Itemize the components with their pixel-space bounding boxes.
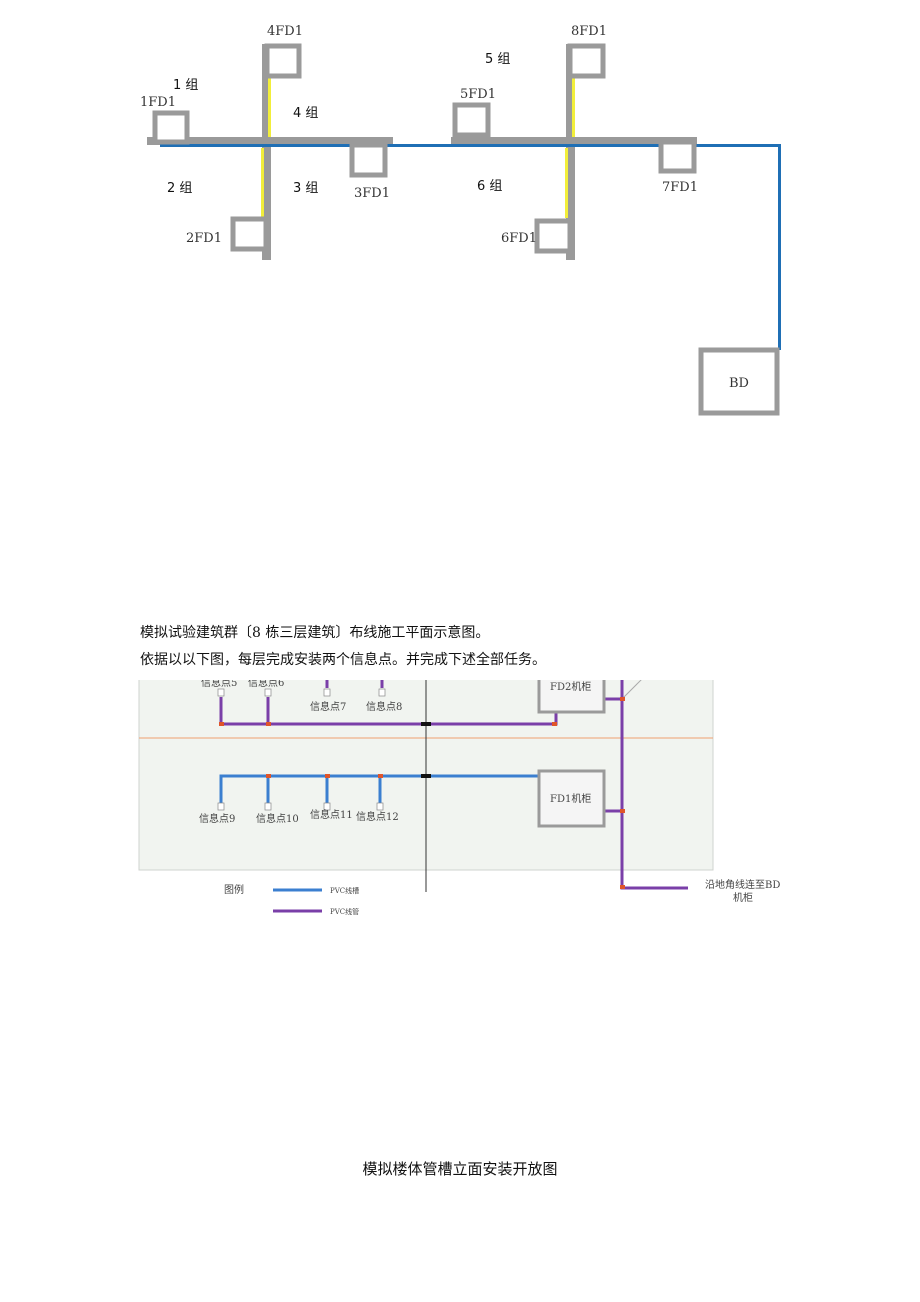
riser-yellow bbox=[572, 78, 575, 137]
info-point-label: 信息点11 bbox=[310, 808, 353, 821]
bd-box bbox=[698, 347, 780, 416]
fd-box-6 bbox=[534, 218, 573, 254]
pvc-pipe bbox=[221, 697, 556, 724]
legend-tray-label: PVC线槽 bbox=[330, 886, 359, 895]
riser-yellow bbox=[268, 78, 271, 137]
fd-label: 5FD1 bbox=[460, 87, 496, 102]
info-point-label: 信息点7 bbox=[310, 700, 346, 713]
joint bbox=[421, 722, 431, 726]
legend-pipe-label: PVC线管 bbox=[330, 907, 359, 916]
group-label: 6 组 bbox=[477, 179, 502, 194]
joints bbox=[219, 697, 625, 889]
bd-note: 机柜 bbox=[733, 891, 753, 904]
fd-box-1 bbox=[152, 110, 190, 145]
fd-box-8 bbox=[567, 43, 606, 79]
fd-label: 2FD1 bbox=[186, 231, 222, 246]
fd-label: 8FD1 bbox=[571, 24, 607, 39]
outlets bbox=[218, 689, 385, 810]
legend-title: 图例 bbox=[224, 883, 244, 896]
info-point-label: 信息点8 bbox=[366, 700, 402, 713]
figure-caption: 模拟楼体管槽立面安装开放图 bbox=[362, 1160, 558, 1178]
fd2-cabinet-label: FD2机柜 bbox=[550, 680, 591, 693]
tray-vertical-left bbox=[262, 44, 271, 260]
bd-note: 沿地角线连至BD bbox=[705, 878, 780, 891]
description-line-2: 依据以以下图，每层完成安装两个信息点。并完成下述全部任务。 bbox=[140, 652, 546, 668]
info-point-label: 信息点12 bbox=[356, 810, 399, 823]
fd-label: 7FD1 bbox=[662, 180, 698, 195]
description-line-1: 模拟试验建筑群〔8 栋三层建筑〕布线施工平面示意图。 bbox=[140, 625, 490, 641]
fd-label: 1FD1 bbox=[140, 95, 176, 110]
pvc-tray bbox=[221, 776, 538, 803]
fd-box-4 bbox=[264, 43, 302, 79]
group-label: 5 组 bbox=[485, 52, 510, 67]
fd-label: 6FD1 bbox=[501, 231, 537, 246]
fd-box-7 bbox=[658, 139, 697, 174]
fd-box-3 bbox=[349, 142, 388, 178]
bd-label: BD bbox=[729, 376, 749, 391]
riser-yellow bbox=[565, 148, 568, 218]
fd1-cabinet-label: FD1机柜 bbox=[550, 792, 591, 805]
fd-box-2 bbox=[230, 216, 269, 252]
info-point-label: 信息点10 bbox=[256, 812, 299, 825]
group-label: 1 组 bbox=[173, 78, 198, 93]
fd1-cabinet bbox=[539, 771, 604, 826]
fd-label: 3FD1 bbox=[354, 186, 390, 201]
group-label: 4 组 bbox=[293, 106, 318, 121]
fd-label: 4FD1 bbox=[267, 24, 303, 39]
group-label: 2 组 bbox=[167, 181, 192, 196]
info-point-label: 信息点9 bbox=[199, 812, 235, 825]
joint bbox=[421, 774, 431, 778]
fd-box-5 bbox=[452, 102, 491, 138]
group-label: 3 组 bbox=[293, 181, 318, 196]
tray-vertical-right bbox=[566, 44, 575, 260]
riser-yellow bbox=[261, 148, 264, 218]
